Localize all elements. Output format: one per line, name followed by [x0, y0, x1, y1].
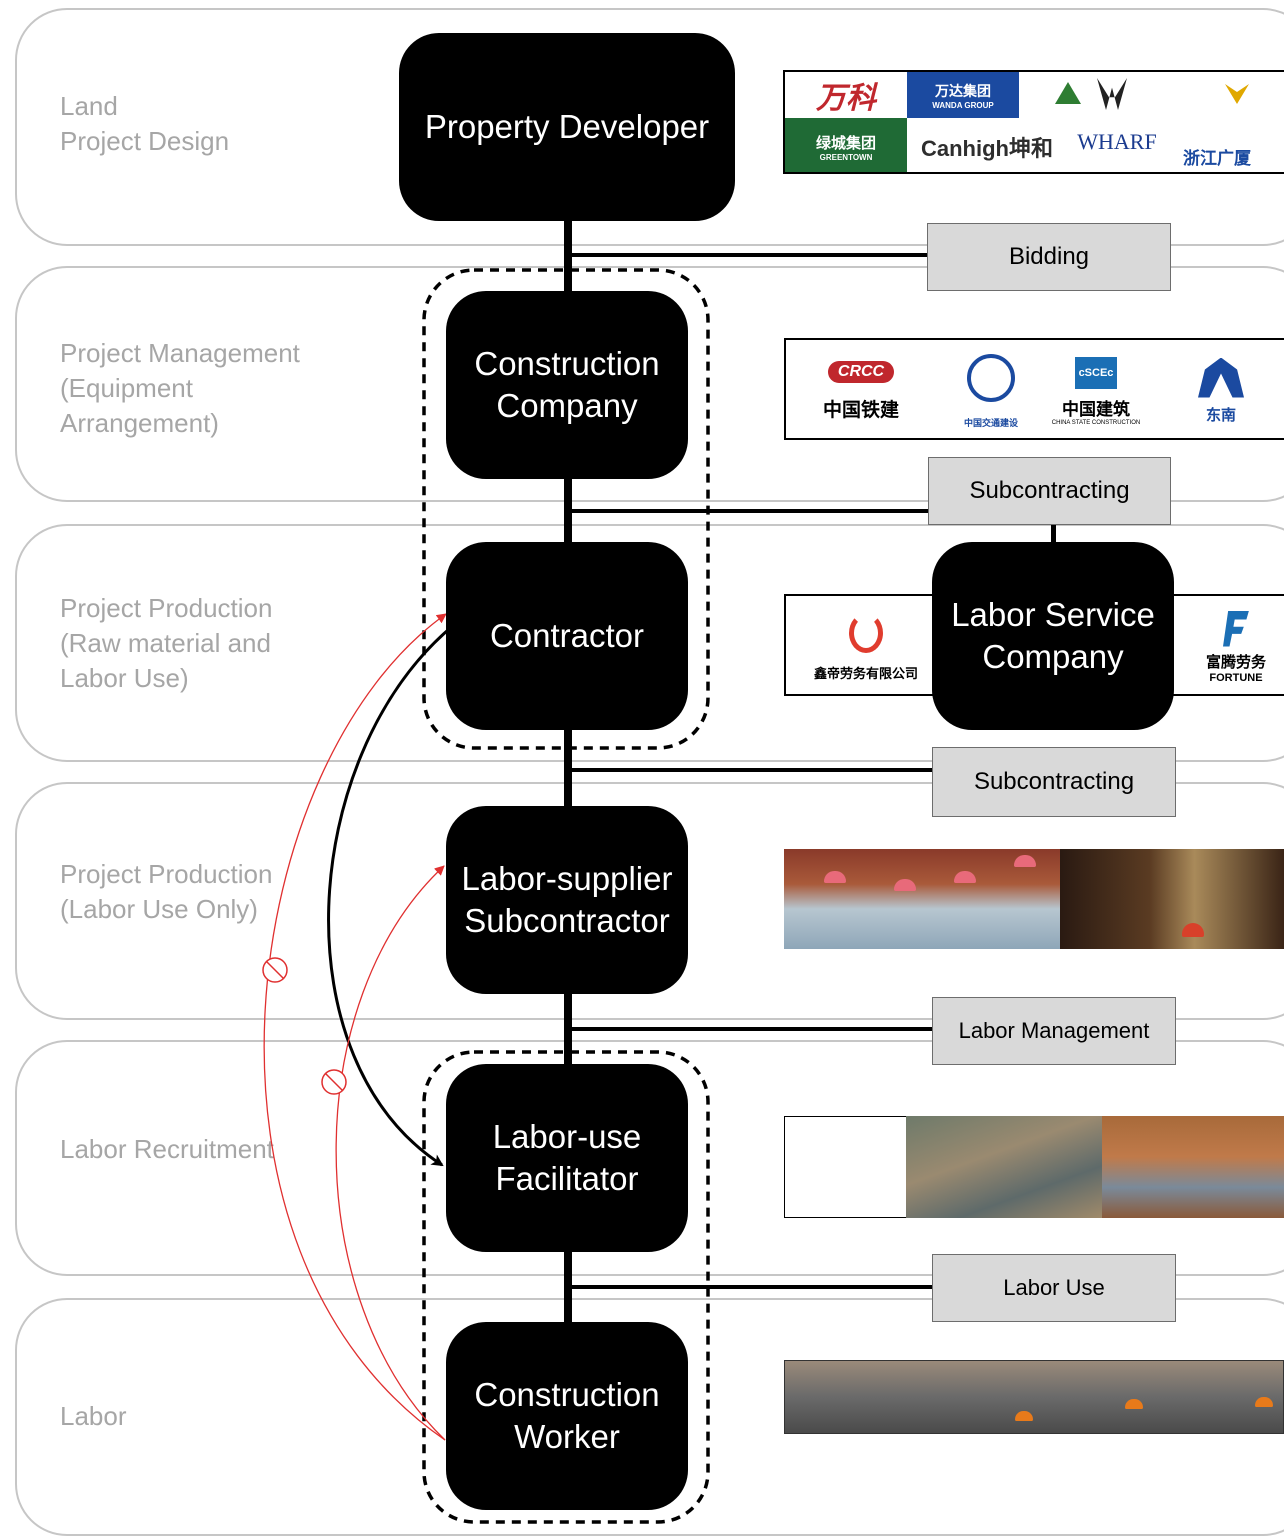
hardhat-icon — [1255, 1397, 1273, 1407]
logo-text: 东南 — [1205, 406, 1236, 424]
band-label-project-production-raw: Project Production (Raw material and Lab… — [60, 593, 273, 693]
labor-use-bar — [572, 1285, 934, 1289]
developer-logos-panel: 万科 万达集团 WANDA GROUP 绿城集团 GREENTOWN Canhi… — [783, 70, 1284, 174]
hardhat-icon — [1014, 855, 1036, 867]
ccccc-logo-mark — [967, 353, 1015, 402]
hardhat-icon — [824, 871, 846, 883]
logo-text: 万达集团 — [935, 82, 991, 99]
bidding-bar — [572, 253, 930, 257]
construction-workers-photo — [784, 1360, 1284, 1434]
logo-text: 鑫帝劳务有限公司 — [813, 665, 918, 681]
zhongxin-logo-mark — [1055, 82, 1081, 104]
labor-service-company-node: Labor Service Company — [932, 542, 1174, 730]
band-label-labor: Labor — [60, 1401, 127, 1431]
labor-service-connector — [1051, 520, 1056, 545]
logo-text: 万科 — [816, 82, 876, 115]
hardhat-icon — [894, 879, 916, 891]
labor-supplier-subcontractor-node: Labor-supplier Subcontractor — [446, 806, 688, 994]
worker-night-photo — [1060, 849, 1284, 949]
band-label-labor-recruitment: Labor Recruitment — [60, 1134, 274, 1164]
xindi-logo-mark — [849, 612, 883, 653]
subcontracting-bar-2 — [572, 768, 934, 772]
logo-text: WANDA GROUP — [932, 100, 994, 110]
logo-text: 中国建筑 — [1062, 399, 1130, 419]
logo-text: FORTUNE — [1209, 671, 1263, 684]
zhuoyue-logo-mark — [1225, 84, 1249, 104]
dongnan-logo: 东南 — [1166, 344, 1276, 438]
recruitment-workers-photo-1 — [906, 1116, 1102, 1218]
cscec-logo: cSCEc 中国建筑 CHINA STATE CONSTRUCTION — [1036, 344, 1156, 438]
construction-worker-node: Construction Worker — [446, 1322, 688, 1510]
no-entry-icon — [262, 957, 288, 983]
logo-text: cSCEc — [1074, 356, 1118, 389]
bidding-label: Bidding — [927, 223, 1171, 291]
spine-line — [564, 200, 572, 1330]
logo-text: CRCC — [827, 360, 895, 383]
logo-text: 富腾劳务 — [1205, 653, 1266, 671]
guangsha-logo: 浙江广厦 — [1167, 136, 1267, 172]
ccccc-logo: 中国交通建设 — [936, 344, 1046, 438]
logo-text: 中国交通建设 — [963, 417, 1018, 428]
dongnan-logo-mark — [1198, 357, 1244, 398]
worker-to-contractor-red-path — [263, 613, 447, 1441]
huaqiao-logo-mark — [1097, 78, 1127, 110]
developer-mini-logos — [1035, 78, 1275, 114]
labor-management-bar — [572, 1027, 934, 1031]
no-entry-icon — [321, 1069, 347, 1095]
construction-logos-panel: CRCC 中国铁建 中国交通建设 cSCEc 中国建筑 CHINA STATE … — [784, 338, 1284, 440]
labor-management-label: Labor Management — [932, 997, 1176, 1065]
contractor-node: Contractor — [446, 542, 688, 730]
wharf-logo: WHARF — [1067, 112, 1167, 172]
logo-text: WHARF — [1077, 129, 1157, 154]
logo-text: CHINA STATE CONSTRUCTION — [1051, 419, 1141, 426]
canhigh-logo: Canhigh坤和 — [907, 118, 1067, 172]
greentown-logo: 绿城集团 GREENTOWN — [785, 118, 907, 172]
construction-company-node: Construction Company — [446, 291, 688, 479]
subcontracting-label-2: Subcontracting — [932, 747, 1176, 817]
band-label-project-production-labor: Project Production (Labor Use Only) — [60, 859, 273, 924]
hardhat-icon — [1125, 1399, 1143, 1409]
band-label-land: Land Project Design — [60, 91, 230, 156]
wanda-logo: 万达集团 WANDA GROUP — [907, 72, 1019, 118]
logo-text: 中国铁建 — [822, 399, 899, 421]
property-developer-node: Property Developer — [399, 33, 735, 221]
dashed-group-lower — [422, 1050, 710, 1524]
fortune-logo: 富腾劳务 FORTUNE — [1186, 600, 1284, 694]
labor-use-facilitator-node: Labor-use Facilitator — [446, 1064, 688, 1252]
hardhat-icon — [1182, 923, 1204, 937]
hardhat-icon — [1015, 1411, 1033, 1421]
logo-text: Canhigh坤和 — [921, 136, 1053, 161]
hardhat-icon — [954, 871, 976, 883]
subcontracting-bar-1 — [572, 509, 930, 513]
subcontracting-label-1: Subcontracting — [928, 457, 1171, 525]
logo-text: 绿城集团 — [815, 135, 876, 152]
fortune-logo-mark — [1223, 610, 1249, 647]
labor-use-label: Labor Use — [932, 1254, 1176, 1322]
vanke-logo: 万科 — [785, 72, 907, 118]
band-label-project-management: Project Management (Equipment Arrangemen… — [60, 338, 300, 438]
logo-text: GREENTOWN — [819, 153, 873, 162]
crcc-logo: CRCC 中国铁建 — [806, 344, 916, 438]
site-managers-photo — [784, 849, 1060, 949]
xindi-logo: 鑫帝劳务有限公司 — [796, 600, 936, 694]
worker-to-subcontractor-red-path — [335, 865, 446, 1441]
recruitment-workers-photo-2 — [1102, 1116, 1284, 1218]
logo-text: 浙江广厦 — [1183, 148, 1251, 168]
contractor-to-facilitator-arrow — [327, 628, 449, 1167]
